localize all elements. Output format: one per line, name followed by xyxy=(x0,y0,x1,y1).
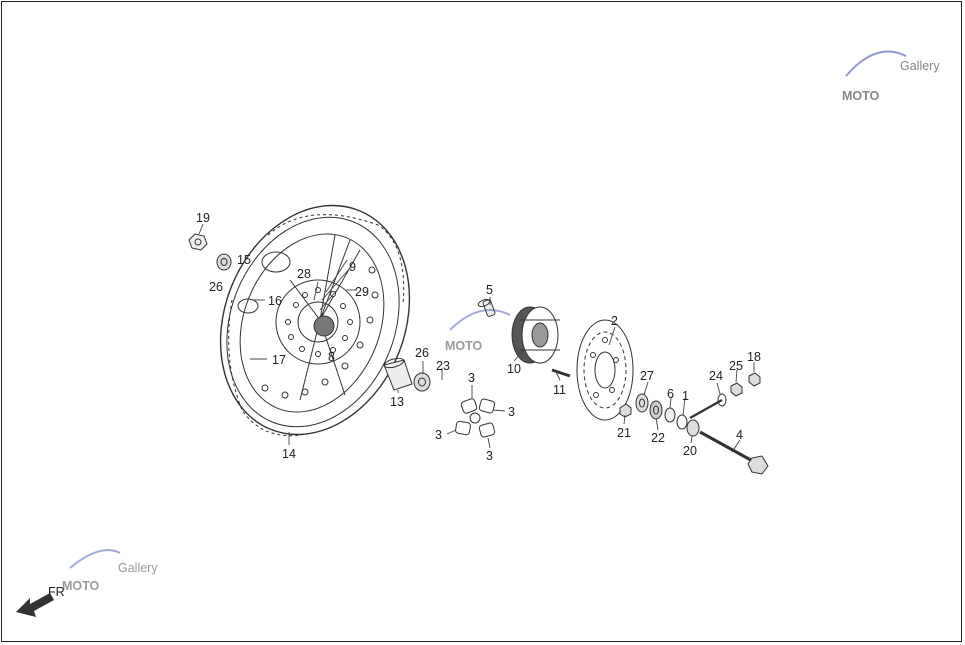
label-9: 9 xyxy=(349,260,356,274)
label-27: 27 xyxy=(640,369,654,383)
svg-text:MOTO: MOTO xyxy=(62,579,100,593)
rear-wheel xyxy=(219,204,411,437)
label-16: 16 xyxy=(268,294,282,308)
label-3c: 3 xyxy=(435,428,442,442)
label-5: 5 xyxy=(486,283,493,297)
label-21: 21 xyxy=(617,426,631,440)
svg-text:Gallery: Gallery xyxy=(900,59,940,73)
label-8: 8 xyxy=(328,350,335,364)
adjuster-bolt xyxy=(689,399,723,419)
label-6: 6 xyxy=(667,387,674,401)
sprocket-2 xyxy=(576,319,634,421)
label-1: 1 xyxy=(682,389,689,403)
label-3a: 3 xyxy=(468,371,475,385)
washer-24 xyxy=(717,393,727,407)
nut-18 xyxy=(748,372,761,387)
label-2: 2 xyxy=(611,314,618,328)
label-20: 20 xyxy=(683,444,697,458)
svg-text:MOTO: MOTO xyxy=(842,89,880,103)
label-28: 28 xyxy=(297,267,311,281)
svg-text:Gallery: Gallery xyxy=(118,561,158,575)
sprocket-hub-10 xyxy=(511,306,560,364)
label-23: 23 xyxy=(436,359,450,373)
watermark-logo-bottom: MOTO Gallery xyxy=(62,549,158,593)
bearing-26 xyxy=(413,372,431,392)
nut-25 xyxy=(730,382,743,397)
label-3b: 3 xyxy=(508,405,515,419)
stud-11 xyxy=(551,368,571,378)
label-15: 15 xyxy=(237,253,251,267)
label-17: 17 xyxy=(272,353,286,367)
label-24: 24 xyxy=(709,369,723,383)
label-10: 10 xyxy=(507,362,521,376)
nut-20 xyxy=(686,419,700,437)
damper-rubbers xyxy=(455,398,496,438)
label-18: 18 xyxy=(747,350,761,364)
label-29: 29 xyxy=(355,285,369,299)
label-26b: 26 xyxy=(415,346,429,360)
svg-text:MOTO: MOTO xyxy=(445,339,483,353)
collar-6 xyxy=(664,407,676,423)
collar-13 xyxy=(383,357,413,391)
nut-19 xyxy=(188,233,208,251)
fr-label: FR xyxy=(48,585,65,599)
label-26a: 26 xyxy=(209,280,223,294)
front-direction-arrow: FR xyxy=(16,585,65,617)
label-22: 22 xyxy=(651,431,665,445)
watermark-logo-top: MOTO Gallery xyxy=(842,50,940,103)
bolt-5 xyxy=(477,299,496,317)
label-4: 4 xyxy=(736,428,743,442)
label-13: 13 xyxy=(390,395,404,409)
axle-4 xyxy=(699,430,769,475)
part-labels: 19 15 26 9 28 29 16 17 8 14 13 26 23 5 1… xyxy=(196,211,761,463)
label-11: 11 xyxy=(553,383,566,397)
label-14: 14 xyxy=(282,447,296,461)
watermark-logo-center: MOTO xyxy=(445,309,511,353)
washer-1 xyxy=(676,414,688,430)
bearing-15 xyxy=(216,253,232,271)
label-3d: 3 xyxy=(486,449,493,463)
leader-lines xyxy=(198,223,755,453)
label-19: 19 xyxy=(196,211,210,225)
label-25: 25 xyxy=(729,359,743,373)
bearing-27 xyxy=(635,393,649,413)
nut-21 xyxy=(619,403,632,418)
seal-22 xyxy=(649,400,663,420)
